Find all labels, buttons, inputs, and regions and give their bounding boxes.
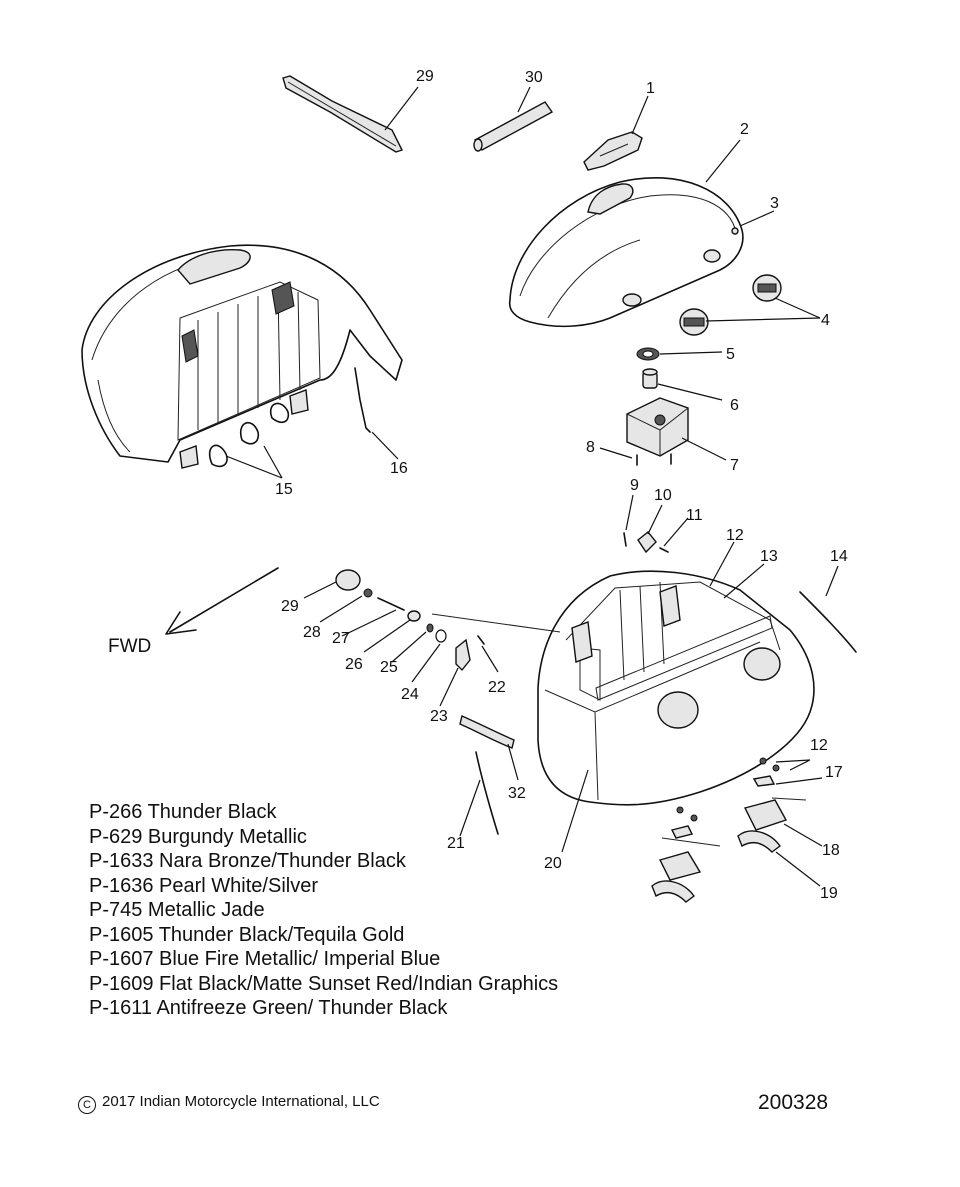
callout-22: 22 <box>488 679 506 696</box>
paint-code-item: P-1605 Thunder Black/Tequila Gold <box>89 923 405 946</box>
left-saddlebag-inner-view <box>81 244 403 469</box>
callout-5: 5 <box>726 346 735 363</box>
leader-lines <box>225 86 839 887</box>
callout-9: 9 <box>630 477 639 494</box>
callout-labels: 29 30 1 2 3 4 5 6 7 8 9 10 11 12 12 13 1… <box>108 68 848 902</box>
callout-28: 28 <box>303 624 321 641</box>
paint-code-item: P-629 Burgundy Metallic <box>89 825 307 848</box>
callout-11: 11 <box>686 507 703 524</box>
callout-2: 2 <box>740 121 749 138</box>
callout-8: 8 <box>586 439 595 456</box>
callout-17: 17 <box>825 764 843 781</box>
callout-31: 30 <box>525 69 543 86</box>
callout-12-bottom: 12 <box>810 737 828 754</box>
callout-6: 6 <box>730 397 739 414</box>
paint-code-item: P-745 Metallic Jade <box>89 899 265 921</box>
diagram-id: 200328 <box>758 1091 829 1114</box>
part-21-strip <box>475 751 499 835</box>
part-32-strip <box>459 715 515 749</box>
brackets-17-19 <box>651 757 807 903</box>
callout-14: 14 <box>830 548 848 565</box>
callout-4: 4 <box>821 312 830 329</box>
part-31-seal-tube <box>473 101 554 152</box>
part-1-latch-handle <box>583 131 643 171</box>
callout-19: 19 <box>820 885 838 902</box>
callout-32: 32 <box>508 785 526 802</box>
part-4-bumpers <box>679 274 782 336</box>
paint-code-item: P-1611 Antifreeze Green/ Thunder Black <box>89 997 448 1019</box>
paint-code-item: P-1636 Pearl White/Silver <box>89 874 318 897</box>
callout-27: 27 <box>332 630 350 647</box>
part-5-grommet <box>636 347 660 361</box>
callout-24: 24 <box>401 686 419 703</box>
callout-3: 3 <box>770 195 779 212</box>
part-30-trim-strip <box>282 75 403 153</box>
paint-code-item: P-1607 Blue Fire Metallic/ Imperial Blue <box>89 948 441 970</box>
copyright-text: 2017 Indian Motorcycle International, LL… <box>102 1093 380 1110</box>
part-8-screws <box>636 453 672 466</box>
callout-29: 29 <box>281 598 299 615</box>
part-2-saddlebag-lid <box>508 177 744 328</box>
paint-code-item: P-1609 Flat Black/Matte Sunset Red/India… <box>89 972 559 995</box>
part-3-screw <box>731 227 739 235</box>
paint-code-item: P-266 Thunder Black <box>89 801 277 823</box>
part-6-lock-cylinder <box>642 368 658 389</box>
part-20-saddlebag-body <box>537 570 815 806</box>
mount-hardware-chain <box>335 569 561 672</box>
callout-12-top: 12 <box>726 527 744 544</box>
paint-code-item: P-1633 Nara Bronze/Thunder Black <box>89 850 406 872</box>
part-7-latch-assembly <box>626 397 689 457</box>
part-15-straps <box>208 402 290 468</box>
callout-15: 15 <box>275 481 293 498</box>
part-14-seal <box>799 591 857 653</box>
copyright-notice: C 2017 Indian Motorcycle International, L… <box>78 1093 380 1114</box>
callout-21: 21 <box>447 835 465 852</box>
copyright-icon: C <box>78 1096 96 1114</box>
callout-18: 18 <box>822 842 840 859</box>
callout-30: 29 <box>416 68 434 85</box>
forward-arrow <box>165 567 279 635</box>
callout-25: 25 <box>380 659 398 676</box>
callout-13: 13 <box>760 548 778 565</box>
callout-20: 20 <box>544 855 562 872</box>
part-9-11-hardware <box>623 531 669 554</box>
callout-23: 23 <box>430 708 448 725</box>
callout-16: 16 <box>390 460 408 477</box>
callout-26: 26 <box>345 656 363 673</box>
paint-code-list: P-266 Thunder Black P-629 Burgundy Metal… <box>89 800 558 1021</box>
callout-1: 1 <box>646 80 655 97</box>
callout-7: 7 <box>730 457 739 474</box>
fwd-label: FWD <box>108 636 151 657</box>
callout-10: 10 <box>654 487 672 504</box>
